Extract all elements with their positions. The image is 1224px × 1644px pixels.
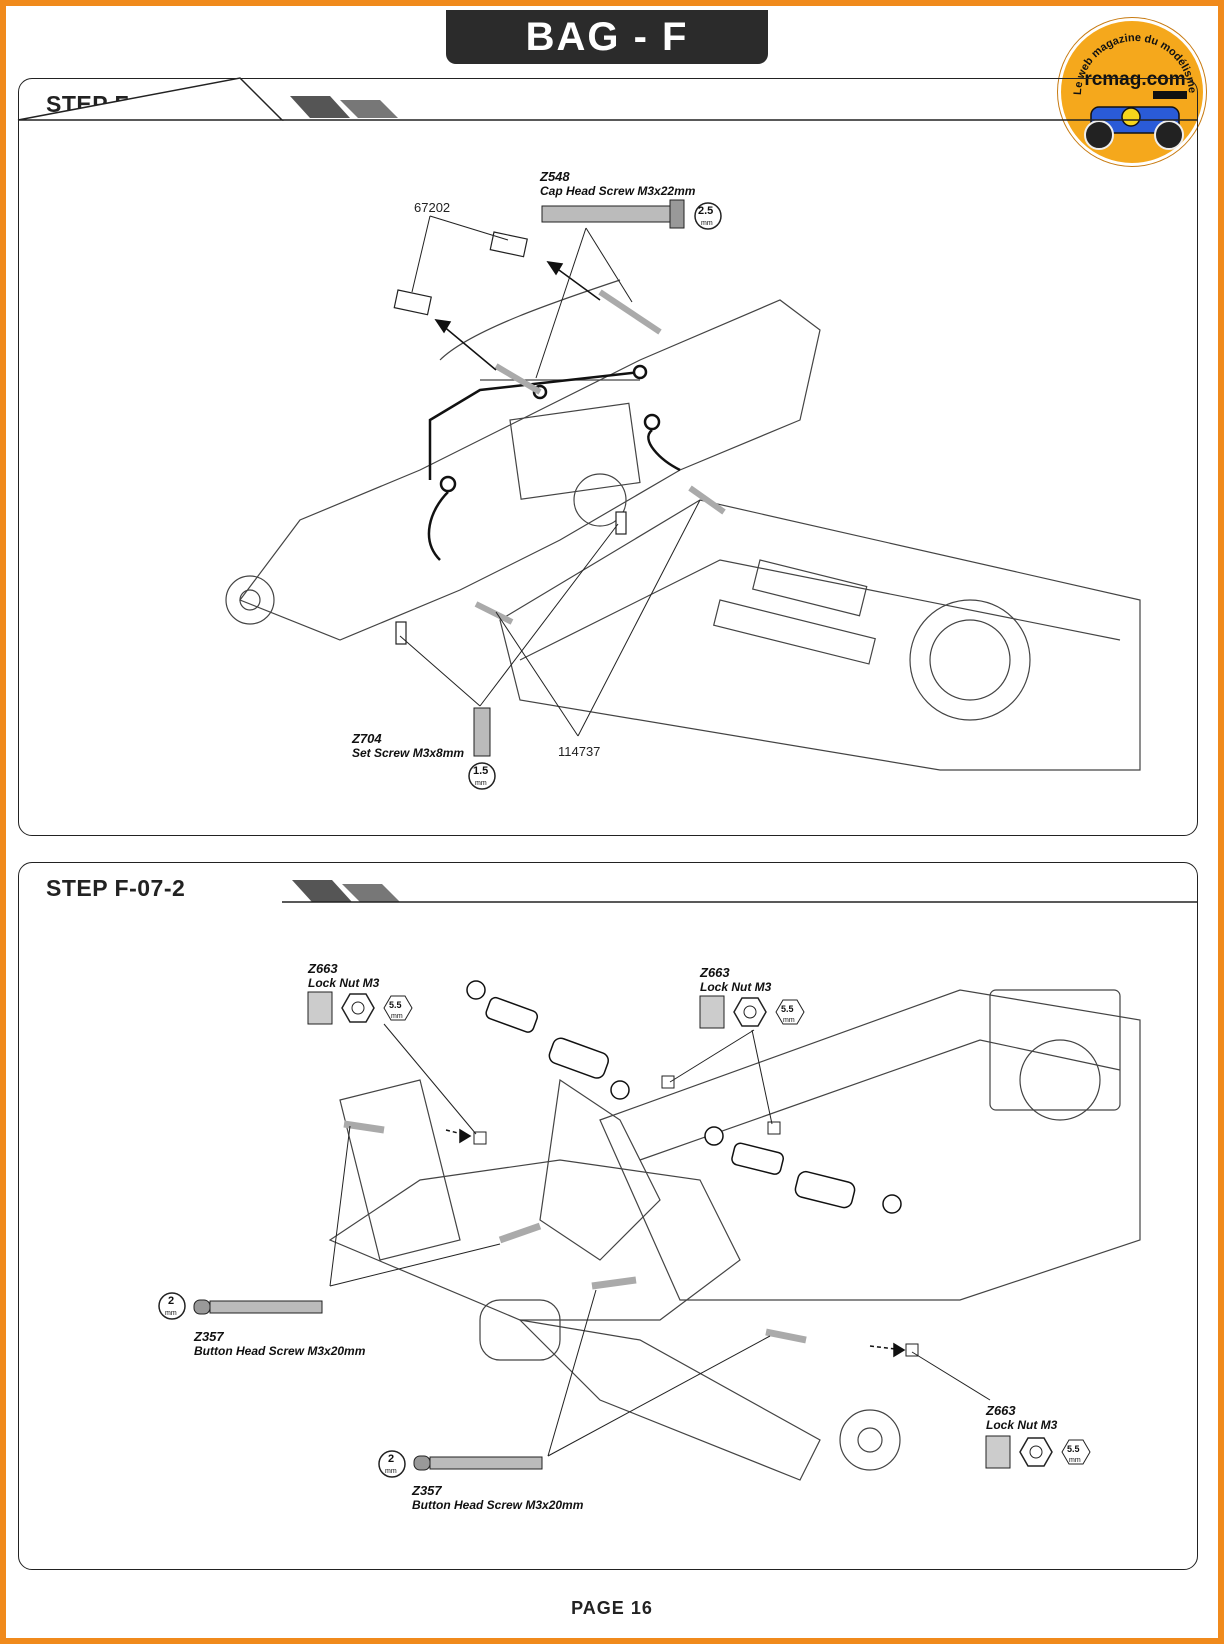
z357-a-name: Button Head Screw M3x20mm	[194, 1344, 366, 1358]
z357-b-label: Z357 Button Head Screw M3x20mm	[412, 1483, 584, 1513]
bag-title: BAG - F	[446, 10, 768, 64]
z663-b-tool-size: 5.5	[781, 1004, 794, 1014]
z663-b-code: Z663	[700, 965, 730, 980]
z704-code: Z704	[352, 731, 382, 746]
step1-panel	[18, 78, 1198, 836]
step1-arrows	[434, 261, 601, 371]
z357-a-code: Z357	[194, 1329, 224, 1344]
step2-part-icons	[158, 991, 1091, 1478]
step2-screws	[343, 1075, 919, 1357]
z548-tool-icon	[694, 202, 722, 230]
rcmag-logo: Le web magazine du modélisme rcmag.com	[1058, 18, 1206, 166]
z357-b-tool-size: 2	[388, 1453, 395, 1465]
z357-b-code: Z357	[412, 1483, 442, 1498]
z357-a-tool-unit: mm	[165, 1310, 177, 1317]
z357-b-tool-unit: mm	[385, 1468, 397, 1475]
z704-label: Z704 Set Screw M3x8mm	[352, 731, 465, 761]
page-number: PAGE 16	[571, 1598, 653, 1618]
z663-a-tool-unit: mm	[391, 1013, 403, 1020]
step1-screws	[393, 231, 726, 645]
z357-b-name: Button Head Screw M3x20mm	[412, 1498, 584, 1512]
z663-b-tool-unit: mm	[783, 1017, 795, 1024]
z663-b-label: Z663 Lock Nut M3	[700, 965, 772, 995]
step1-part-icons	[468, 199, 722, 790]
z663-c-tool-unit: mm	[1069, 1457, 1081, 1464]
z663-c-tool-size: 5.5	[1067, 1444, 1080, 1454]
z663-a-tool-size: 5.5	[389, 1000, 402, 1010]
z663-c-code: Z663	[986, 1403, 1016, 1418]
z548-tool-size: 2.5	[698, 205, 714, 217]
z704-tool-icon	[468, 762, 496, 790]
z548-tool-unit: mm	[701, 220, 713, 227]
step2-title: STEP F-07-2	[46, 874, 186, 901]
z704-name: Set Screw M3x8mm	[352, 746, 465, 760]
z704-tool-unit: mm	[475, 780, 487, 787]
step2-turnbuckles	[466, 980, 902, 1214]
z663-b-name: Lock Nut M3	[700, 980, 772, 994]
part-67202-label: 67202	[414, 200, 451, 215]
z663-a-code: Z663	[308, 961, 338, 976]
z704-tool-size: 1.5	[473, 765, 489, 777]
z548-code: Z548	[540, 169, 570, 184]
step2-arrows	[445, 1128, 906, 1358]
z663-c-label: Z663 Lock Nut M3	[986, 1403, 1058, 1433]
step2-leader-lines	[329, 1023, 991, 1457]
z663-a-name: Lock Nut M3	[308, 976, 380, 990]
step1-linkage-drawing	[427, 364, 681, 561]
z548-name: Cap Head Screw M3x22mm	[540, 184, 696, 198]
z663-c-name: Lock Nut M3	[986, 1418, 1058, 1432]
z357-a-label: Z357 Button Head Screw M3x20mm	[194, 1329, 366, 1359]
step1-tab-stripes	[17, 77, 1198, 121]
step1-chassis-drawing	[225, 279, 1141, 771]
step2-tab-stripes	[282, 880, 1198, 903]
z548-label: Z548 Cap Head Screw M3x22mm	[540, 169, 696, 199]
logo-graphic: Le web magazine du modélisme	[1072, 32, 1198, 150]
z663-a-label: Z663 Lock Nut M3	[308, 961, 380, 991]
part-114737-label: 114737	[558, 744, 601, 759]
step2-chassis-drawing	[328, 989, 1141, 1481]
z357-a-tool-size: 2	[168, 1295, 175, 1307]
step1-leader-lines	[399, 215, 701, 737]
step2-panel	[18, 862, 1198, 1570]
logo-brand: rcmag.com	[1084, 69, 1186, 90]
